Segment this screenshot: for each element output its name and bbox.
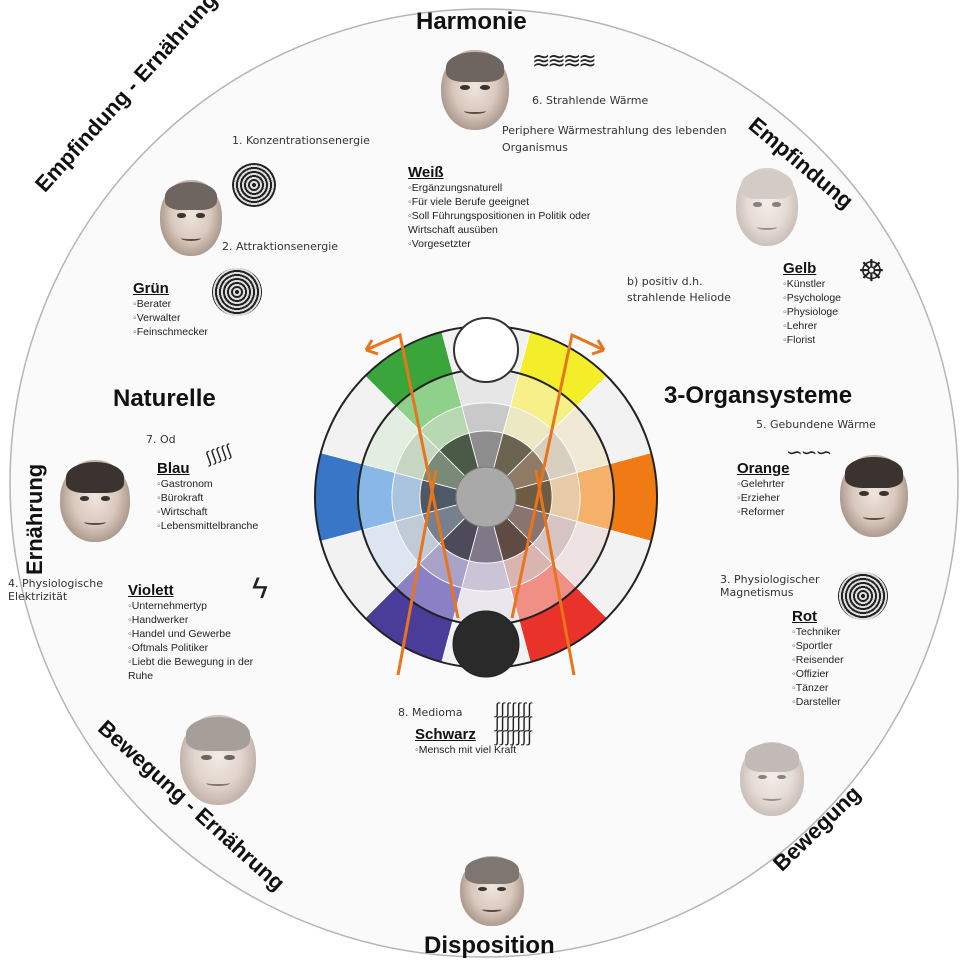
group-blau: Blau Gastronom Bürokraft Wirtschaft Lebe… bbox=[157, 460, 297, 533]
group-weiss: Weiß Ergänzungsnaturell Für viele Berufe… bbox=[408, 164, 598, 251]
energy-4: 4. Physiologische Elektrizität bbox=[8, 577, 103, 603]
wheel-segment-ring3-0 bbox=[461, 402, 511, 434]
group-schwarz: Schwarz Mensch mit viel Kraft bbox=[415, 726, 575, 757]
ring-label-left: Ernährung bbox=[22, 463, 47, 575]
energy-6: 6. Strahlende Wärme bbox=[532, 94, 649, 107]
list-item: Feinschmecker bbox=[133, 325, 263, 339]
list-item: Wirtschaft bbox=[157, 505, 297, 519]
black-pole bbox=[452, 610, 520, 678]
group-rot-title: Rot bbox=[792, 608, 817, 625]
portrait-orange bbox=[840, 455, 908, 537]
group-blau-list: Gastronom Bürokraft Wirtschaft Lebensmit… bbox=[157, 477, 297, 533]
list-item: Ergänzungsnaturell bbox=[408, 181, 598, 195]
list-item: Für viele Berufe geeignet bbox=[408, 195, 598, 209]
wheel-segment-ring2-3 bbox=[576, 463, 615, 531]
electricity-icon: ϟ bbox=[252, 572, 268, 605]
group-blau-title: Blau bbox=[157, 460, 190, 477]
list-item: Sportler bbox=[792, 639, 892, 653]
list-item: Handel und Gewerbe bbox=[128, 627, 288, 641]
list-item: Tänzer bbox=[792, 681, 892, 695]
list-item: Offizier bbox=[792, 667, 892, 681]
white-pole bbox=[453, 317, 519, 383]
list-item: Lehrer bbox=[783, 319, 883, 333]
bound-warmth-icon: ∽∽∽ bbox=[786, 442, 832, 464]
group-rot: Rot Techniker Sportler Reisender Offizie… bbox=[792, 608, 892, 709]
list-item: Soll Führungspositionen in Politik oder … bbox=[408, 209, 598, 237]
magnetism-pattern bbox=[838, 572, 888, 620]
wheel-segment-outer-3 bbox=[609, 452, 658, 542]
list-item: Techniker bbox=[792, 625, 892, 639]
list-item: Verwalter bbox=[133, 311, 263, 325]
ring-label-bottom: Disposition bbox=[424, 932, 555, 959]
list-item: Lebensmittelbranche bbox=[157, 519, 297, 533]
energy-1: 1. Konzentrationsenergie bbox=[232, 134, 370, 147]
list-item: Psychologe bbox=[783, 291, 883, 305]
list-item: Physiologe bbox=[783, 305, 883, 319]
group-orange-list: Gelehrter Erzieher Reformer bbox=[737, 477, 837, 519]
group-schwarz-title: Schwarz bbox=[415, 726, 476, 743]
wheel-segment-ring2-9 bbox=[357, 463, 396, 531]
orange-arrows bbox=[364, 332, 606, 676]
wheel-segment-outer-9 bbox=[314, 452, 363, 542]
list-item: Florist bbox=[783, 333, 883, 347]
list-item: Berater bbox=[133, 297, 263, 311]
list-item: Liebt die Bewegung in der Ruhe bbox=[128, 655, 258, 683]
portrait-bewegung-ernaehrung bbox=[180, 715, 256, 805]
energy-2: 2. Attraktionsenergie bbox=[222, 240, 339, 253]
list-item: Vorgesetzter bbox=[408, 237, 598, 251]
energy-7: 7. Od bbox=[146, 433, 176, 446]
group-gelb-list: Künstler Psychologe Physiologe Lehrer Fl… bbox=[783, 277, 883, 347]
group-gelb: Gelb Künstler Psychologe Physiologe Lehr… bbox=[783, 260, 883, 347]
group-orange: Orange Gelehrter Erzieher Reformer bbox=[737, 460, 837, 519]
group-schwarz-list: Mensch mit viel Kraft bbox=[415, 743, 575, 757]
section-organsysteme: 3-Organsysteme bbox=[664, 382, 853, 409]
portrait-harmonie bbox=[441, 50, 509, 130]
list-item: Bürokraft bbox=[157, 491, 297, 505]
list-item: Darsteller bbox=[792, 695, 892, 709]
wheel-segment-ring3-3 bbox=[549, 472, 581, 522]
heliode-text: b) positiv d.h. strahlende Heliode bbox=[627, 275, 731, 304]
concentration-pattern bbox=[232, 163, 276, 207]
portrait-empfindung-ernaehrung bbox=[160, 180, 222, 256]
group-weiss-list: Ergänzungsnaturell Für viele Berufe geei… bbox=[408, 181, 598, 251]
wheel-segment-ring3-6 bbox=[461, 560, 511, 592]
section-naturelle: Naturelle bbox=[113, 385, 216, 412]
ring-label-top: Harmonie bbox=[416, 8, 527, 35]
group-violett-title: Violett bbox=[128, 582, 174, 599]
group-weiss-title: Weiß bbox=[408, 164, 444, 181]
list-item: Gastronom bbox=[157, 477, 297, 491]
energy-8: 8. Medioma bbox=[398, 706, 463, 719]
group-violett: Violett Unternehmertyp Handwerker Handel… bbox=[128, 582, 288, 683]
list-item: Gelehrter bbox=[737, 477, 837, 491]
energy-5: 5. Gebundene Wärme bbox=[756, 418, 876, 431]
portrait-empfindung bbox=[736, 168, 798, 246]
group-violett-list: Unternehmertyp Handwerker Handel und Gew… bbox=[128, 599, 288, 683]
list-item: Künstler bbox=[783, 277, 883, 291]
list-item: Reformer bbox=[737, 505, 837, 519]
list-item: Reisender bbox=[792, 653, 892, 667]
group-rot-list: Techniker Sportler Reisender Offizier Tä… bbox=[792, 625, 892, 709]
list-item: Mensch mit viel Kraft bbox=[415, 743, 575, 757]
list-item: Erzieher bbox=[737, 491, 837, 505]
portrait-bewegung bbox=[740, 742, 804, 816]
list-item: Unternehmertyp bbox=[128, 599, 288, 613]
list-item: Oftmals Politiker bbox=[128, 641, 288, 655]
group-gruen: Grün Berater Verwalter Feinschmecker bbox=[133, 280, 263, 339]
list-item: Handwerker bbox=[128, 613, 288, 627]
group-gruen-list: Berater Verwalter Feinschmecker bbox=[133, 297, 263, 339]
group-orange-title: Orange bbox=[737, 460, 790, 477]
energy-6-desc: Periphere Wärmestrahlung des lebenden Or… bbox=[502, 124, 727, 154]
group-gelb-title: Gelb bbox=[783, 260, 817, 277]
medioma-icon: ∫∫∫∫∫∫∫∫∫∫∫∫∫∫∫∫∫∫∫∫∫ bbox=[495, 701, 533, 746]
energy-3: 3. Physiologischer Magnetismus bbox=[720, 573, 820, 599]
radiating-warmth-icon: ≋≋≋≋ bbox=[532, 48, 597, 73]
wheel-center bbox=[455, 466, 517, 528]
wheel-segment-ring3-9 bbox=[391, 472, 423, 522]
portrait-ernaehrung bbox=[60, 460, 130, 542]
portrait-disposition bbox=[460, 856, 524, 926]
group-gruen-title: Grün bbox=[133, 280, 169, 297]
